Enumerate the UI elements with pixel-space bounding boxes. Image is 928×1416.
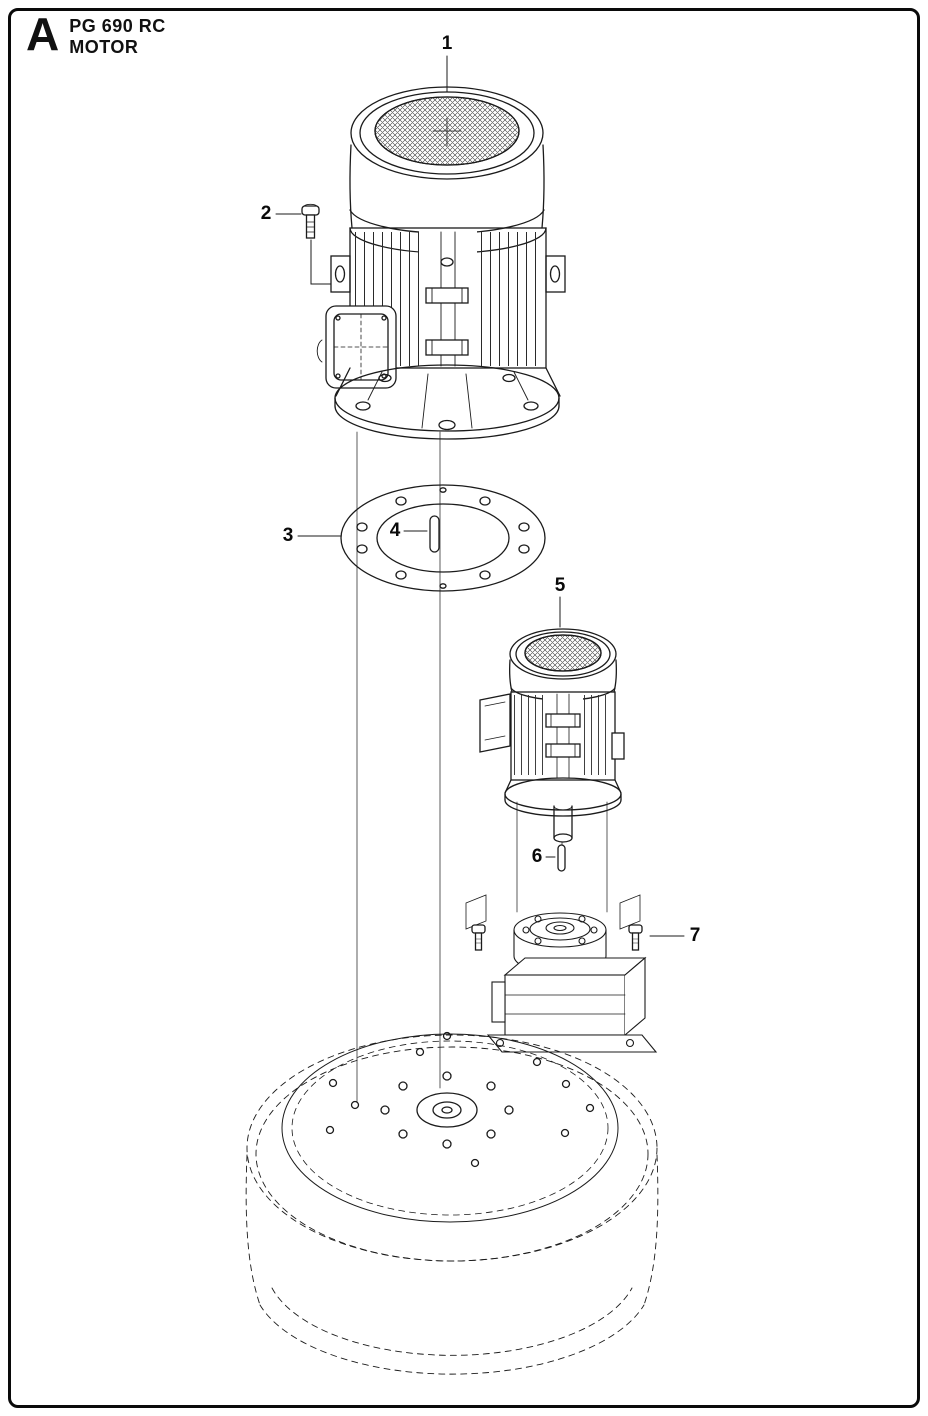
callout-1: 1	[441, 33, 453, 54]
callout-5: 5	[554, 575, 566, 596]
callout-3: 3	[282, 525, 294, 546]
shaft-key-part-4	[429, 515, 440, 553]
callout-7: 7	[689, 925, 701, 946]
bolts-part-7	[465, 894, 643, 951]
motor-large-part-1	[316, 86, 566, 440]
bolt-part-2	[301, 203, 320, 239]
callout-6: 6	[531, 846, 543, 867]
section-letter: A	[26, 8, 60, 60]
machine-base-deck	[245, 1031, 659, 1375]
sheet-title: MOTOR	[69, 36, 139, 57]
title-block: A PG 690 RC MOTOR	[26, 8, 166, 60]
gearbox-mount	[486, 912, 658, 1053]
motor-small-part-5	[479, 628, 625, 843]
callout-2: 2	[260, 203, 272, 224]
shaft-key-part-6	[557, 844, 566, 872]
model-name: PG 690 RC	[69, 16, 166, 36]
fan-cover-center-mark	[432, 117, 462, 147]
leader-lines	[275, 55, 685, 937]
gasket-ring-part-3	[340, 484, 546, 592]
callout-4: 4	[389, 520, 401, 541]
